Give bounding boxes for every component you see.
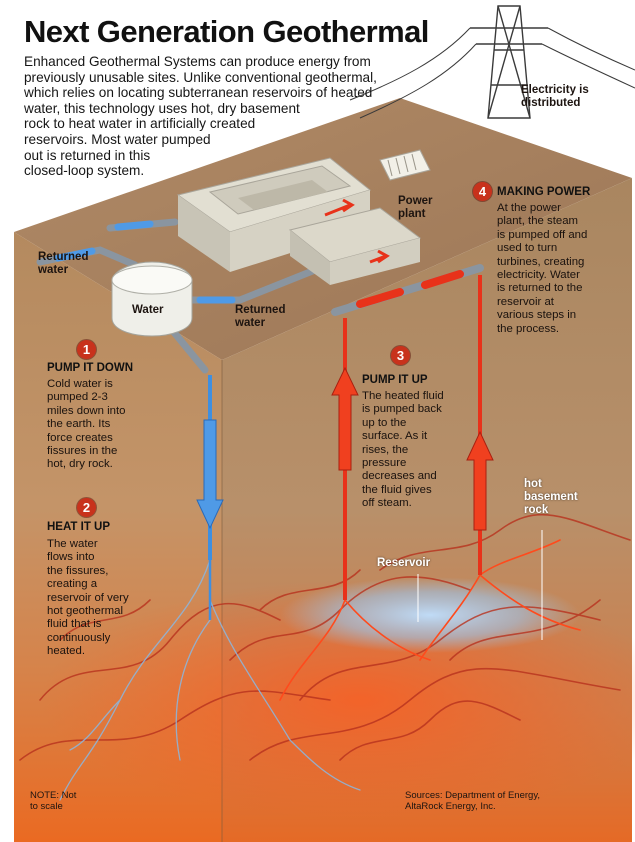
page-title: Next Generation Geothermal [24,14,429,49]
intro-line: out is returned in this [24,147,151,163]
step-3-text: The heated fluid is pumped back up to th… [362,390,444,511]
power-plant-label-line: Power [398,195,433,207]
intro-line: which relies on locating subterranean re… [24,85,373,101]
electricity-label: Electricity is distributed [521,84,589,110]
intro-line: rock to heat water in artificially creat… [24,116,256,132]
step-1-line: Cold water is [47,378,113,390]
step-2-line: the fissures, [47,564,109,577]
electricity-label-line: Electricity is [521,84,589,96]
returned-water-label-left: Returned water [38,251,88,277]
step-4-line: reservoir at [497,295,554,308]
intro-line: water, this technology uses hot, dry bas… [24,100,300,116]
step-1-line: the earth. Its [47,418,111,431]
step-2-heading: HEAT IT UP [47,521,111,533]
step-4-line: the process. [497,322,560,335]
step-4-line: plant, the steam [497,215,579,228]
returned-water-line: water [38,264,69,276]
intro-line: previously unusable sites. Unlike conven… [24,69,377,85]
step-3-line: pressure [362,457,407,470]
hot-rock-line: hot [524,478,542,490]
step-4-line: used to turn [497,242,558,255]
power-plant-label-line: plant [398,208,426,220]
note-line: NOTE: Not [30,790,77,801]
injection-well [196,375,224,620]
step-2-line: flows into [47,551,95,564]
sources-credit: Sources: Department of Energy, AltaRock … [405,790,540,812]
returned-water-label-bottom: Returned water [235,304,285,330]
step-3-line: the fluid gives [362,483,432,496]
step-2-line: fluid that is [47,618,102,631]
step-4-line: At the power [497,202,561,214]
fracture-network [19,513,631,801]
step-2-line: The water [47,538,98,550]
step-2-line: reservoir of very [47,591,129,604]
sources-line: Sources: Department of Energy, [405,790,540,801]
scale-note: NOTE: Not to scale [30,790,76,812]
step-4-line: electricity. Water [497,269,580,282]
note-line: to scale [30,801,63,812]
step-4-line: is returned to the [497,282,583,295]
step-3-line: is pumped back [362,403,442,416]
production-well-1 [331,318,359,600]
step-2-text: The water flows into the fissures, creat… [47,538,129,659]
hot-rock-line: basement [524,491,578,503]
step-1-line: hot, dry rock. [47,458,113,471]
step-3-heading: PUMP IT UP [362,374,428,386]
step-3-line: up to the [362,416,407,429]
step-3-line: decreases and [362,470,437,483]
reservoir-label: Reservoir [377,557,431,569]
intro-line: Enhanced Geothermal Systems can produce … [24,54,371,69]
step-3-line: surface. As it [362,430,428,443]
step-1-line: force creates [47,431,113,444]
step-4-line: is pumped off and [497,228,588,241]
hot-rock-label: hot basement rock [524,478,578,517]
production-well-2 [466,275,494,575]
step-3-line: The heated fluid [362,390,444,402]
step-4-badge: 4 [473,182,492,201]
step-3-line: off steam. [362,497,412,510]
step-4-line: various steps in [497,309,577,322]
intro-line: reservoirs. Most water pumped [24,131,211,147]
water-tank-label: Water [132,304,164,316]
returned-water-line: Returned [235,304,286,316]
step-2-line: hot geothermal [47,605,123,618]
hot-rock-line: rock [524,504,549,516]
pointer-lines [417,530,543,640]
reservoir-area [280,577,580,653]
step-1-badge: 1 [77,340,96,359]
water-tank [111,261,193,337]
step-1-line: fissures in the [47,445,118,458]
step-2-line: continuously [47,631,111,644]
intro-line: closed-loop system. [24,163,145,179]
returned-water-line: water [235,317,266,329]
step-4-text: At the power plant, the steam is pumped … [497,202,587,336]
power-plant-label: Power plant [398,195,433,221]
returned-water-line: Returned [38,251,89,263]
step-4-heading: MAKING POWER [497,186,591,198]
step-1-text: Cold water is pumped 2-3 miles down into… [47,378,126,472]
sources-line: AltaRock Energy, Inc. [405,801,496,812]
step-2-line: creating a [47,578,98,591]
step-2-badge: 2 [77,498,96,517]
step-1-heading: PUMP IT DOWN [47,362,134,374]
step-2-line: heated. [47,645,86,658]
step-4-line: turbines, creating [497,255,585,268]
power-plant [176,149,431,285]
electricity-label-line: distributed [521,97,581,109]
step-3-line: rises, the [362,443,409,456]
transmission-tower [349,5,635,119]
step-1-line: pumped 2-3 [47,391,108,404]
intro-paragraph: Enhanced Geothermal Systems can produce … [24,54,399,179]
step-1-line: miles down into [47,404,126,417]
step-3-badge: 3 [391,346,410,365]
